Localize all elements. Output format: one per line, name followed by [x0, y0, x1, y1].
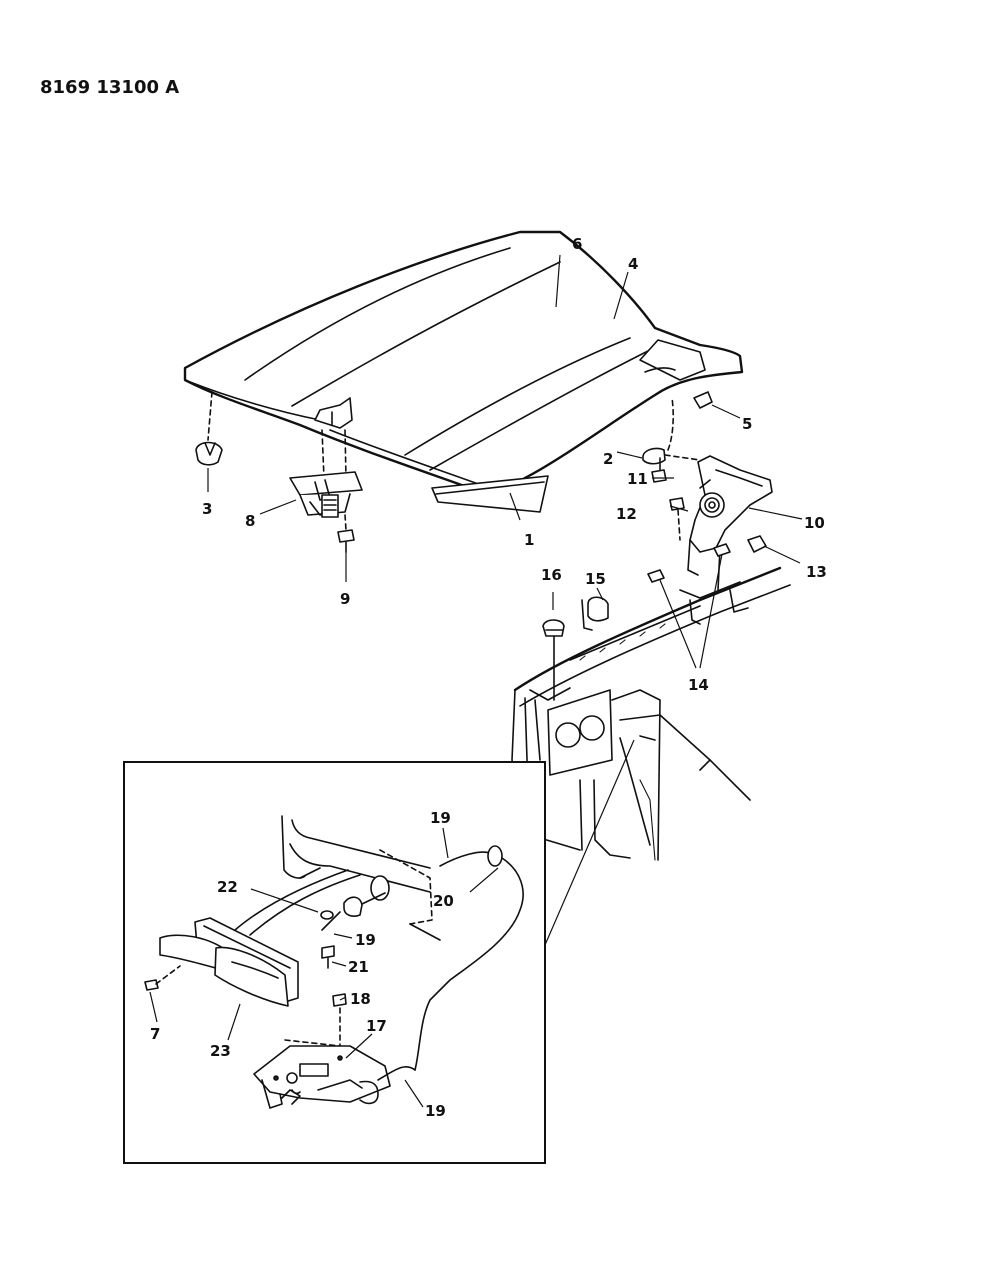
callout-13: 13: [806, 563, 827, 581]
callout-21: 21: [348, 958, 369, 976]
inset-drawing: [144, 815, 524, 1109]
callout-19-bottom: 19: [425, 1102, 446, 1120]
hinge-bolt-11: [651, 457, 667, 483]
leader-lines: [149, 254, 803, 1108]
hood-clip-2: [642, 397, 675, 465]
callout-6: 6: [572, 235, 582, 253]
front-body-support: [511, 566, 791, 861]
callout-5: 5: [742, 415, 752, 433]
callout-9: 9: [340, 590, 350, 608]
callout-23: 23: [210, 1042, 231, 1060]
hood-latch: [289, 429, 363, 518]
hinge-shims: [647, 543, 731, 583]
callout-18: 18: [350, 990, 371, 1008]
callout-15: 15: [585, 570, 606, 588]
callout-3: 3: [202, 500, 212, 518]
latch-bolt: [337, 514, 355, 553]
callout-11: 11: [627, 470, 648, 488]
callout-2: 2: [603, 450, 613, 468]
callout-16: 16: [541, 566, 562, 584]
callout-1: 1: [524, 531, 534, 549]
hinge-nut: [747, 535, 767, 553]
bumper-15: [581, 596, 609, 631]
callout-8: 8: [245, 512, 255, 530]
callout-19-top: 19: [430, 809, 451, 827]
document-id: 8169 13100 A: [40, 77, 179, 98]
callout-17: 17: [366, 1017, 387, 1035]
hood-panel: [183, 230, 744, 494]
hood-bumper: [195, 391, 223, 466]
callout-19-middle: 19: [355, 931, 376, 949]
callout-14: 14: [688, 676, 709, 694]
callout-12: 12: [616, 505, 637, 523]
callout-labels: 1 2 3 4 5 6 7 8 9 10 11 12 13 14 15 16 1…: [150, 235, 827, 1120]
callout-10: 10: [804, 514, 825, 532]
hinge-bolt-12: [669, 497, 685, 541]
callout-22: 22: [217, 878, 238, 896]
hood-clip-5: [693, 391, 713, 409]
callout-7: 7: [150, 1025, 160, 1043]
hood-insulator-pad: [431, 475, 549, 513]
callout-4: 4: [628, 255, 638, 273]
callout-20: 20: [433, 892, 454, 910]
